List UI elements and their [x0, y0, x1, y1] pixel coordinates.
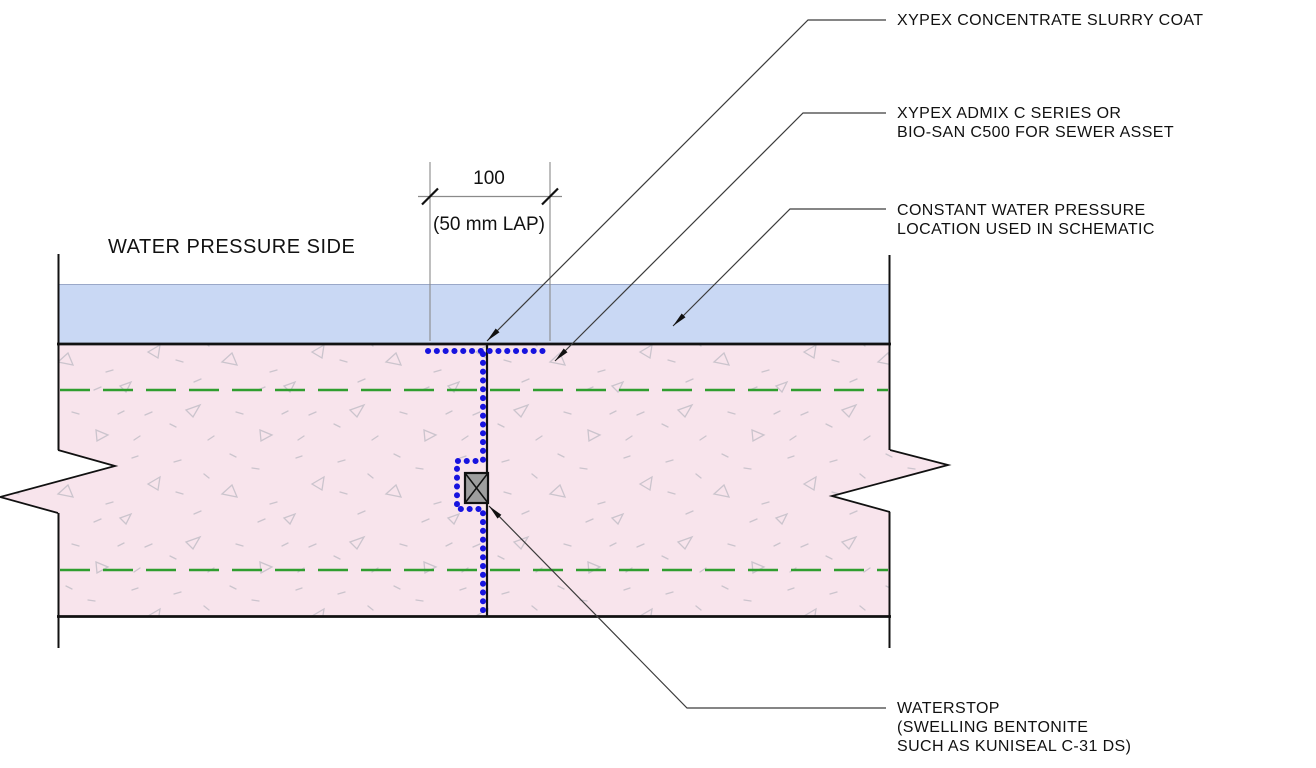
water-pressure-side-label: WATER PRESSURE SIDE — [108, 236, 355, 258]
callout-water-pressure-line2: LOCATION USED IN SCHEMATIC — [897, 221, 1155, 238]
dimension-tick-right — [541, 187, 559, 206]
callout-slurry-coat: XYPEX CONCENTRATE SLURRY COAT — [897, 12, 1203, 29]
break-line-left — [0, 449, 119, 514]
callout-waterstop-line3: SUCH AS KUNISEAL C-31 DS) — [897, 738, 1131, 755]
callout-admix-line2: BIO-SAN C500 FOR SEWER ASSET — [897, 124, 1174, 141]
dimension-value: 100 — [473, 168, 505, 189]
water-fill — [59, 284, 889, 343]
callout-waterstop: WATERSTOP (SWELLING BENTONITE SUCH AS KU… — [897, 700, 1131, 755]
joint-coating-dots — [454, 351, 486, 618]
callout-waterstop-line1: WATERSTOP — [897, 700, 1000, 717]
rebar-lines — [60, 388, 888, 572]
xypex-coating — [425, 348, 553, 618]
slab-outline — [0, 254, 952, 648]
leader-admix — [554, 112, 886, 362]
break-line-right — [828, 449, 952, 513]
dimension-note: (50 mm LAP) — [433, 214, 545, 235]
waterstop-symbol — [463, 471, 490, 505]
callout-admix-line1: XYPEX ADMIX C SERIES OR — [897, 105, 1121, 122]
leader-waterstop — [488, 505, 886, 709]
dimension-tick-left — [421, 187, 439, 206]
callout-water-pressure: CONSTANT WATER PRESSURE LOCATION USED IN… — [897, 202, 1155, 238]
callout-water-pressure-line1: CONSTANT WATER PRESSURE — [897, 202, 1146, 219]
water-layer — [59, 284, 889, 343]
callout-waterstop-line2: (SWELLING BENTONITE — [897, 719, 1088, 736]
leader-slurry-coat — [486, 19, 886, 342]
dimension-100: 100 (50 mm LAP) — [418, 162, 562, 341]
callout-admix: XYPEX ADMIX C SERIES OR BIO-SAN C500 FOR… — [897, 105, 1174, 141]
waterstop-cross-hatch-icon — [464, 472, 489, 504]
leader-water-pressure — [672, 208, 886, 327]
leader-lines — [486, 19, 886, 709]
callout-slurry-coat-line1: XYPEX CONCENTRATE SLURRY COAT — [897, 12, 1203, 29]
